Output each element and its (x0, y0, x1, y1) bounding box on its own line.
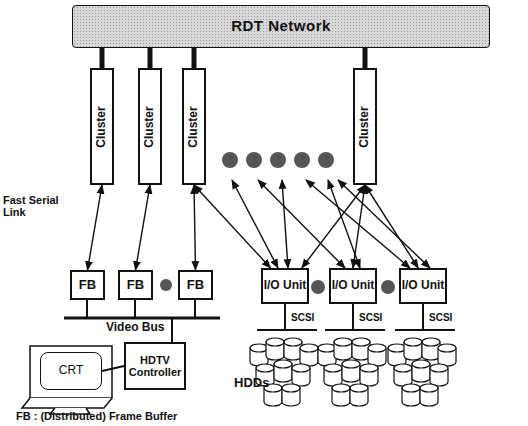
io-unit-box: I/O Unit (329, 268, 377, 304)
node-label: FB (79, 278, 96, 292)
io-unit-box: I/O Unit (261, 268, 309, 304)
crt-screen: CRT (40, 352, 102, 390)
serial-link-arrow (302, 185, 365, 268)
part-label: HDDs (234, 376, 269, 390)
cluster-label: Cluster (358, 106, 371, 147)
link-line (100, 48, 105, 68)
node-label: FB (127, 278, 144, 292)
node-label: RDT Network (227, 18, 335, 35)
link-label: Fast Serial Link (3, 194, 65, 218)
node-label: I/O Unit (402, 279, 445, 292)
cluster-label: Cluster (187, 106, 200, 147)
serial-link-arrow (353, 185, 365, 268)
node-label: CRT (59, 364, 83, 377)
cluster-box: Cluster (182, 68, 206, 185)
serial-links (232, 180, 430, 268)
bus-label: Video Bus (104, 321, 166, 334)
frame-buffer-box: FB (178, 270, 213, 300)
node-label: I/O Unit (264, 279, 307, 292)
cluster-box: Cluster (138, 68, 162, 185)
serial-link-arrow (194, 185, 196, 270)
bus-label: SCSI (427, 312, 454, 323)
link-line (102, 366, 124, 371)
controller-box: HDTV Controller (124, 342, 186, 390)
hdd-stack (250, 338, 456, 406)
cluster-box: Cluster (90, 68, 114, 185)
link-line (363, 48, 368, 68)
link-line (148, 48, 153, 68)
bus-label: SCSI (289, 312, 316, 323)
bus-label: SCSI (357, 312, 384, 323)
node-label: I/O Unit (332, 279, 375, 292)
network-band: RDT Network (72, 5, 490, 48)
serial-link-arrow (88, 185, 103, 270)
frame-buffer-box: FB (118, 270, 153, 300)
legend-note: FB : (Distributed) Frame Buffer (16, 410, 177, 422)
serial-link-arrow (365, 185, 418, 268)
video-bus (64, 300, 220, 342)
cluster-label: Cluster (95, 106, 108, 147)
node-label: HDTV Controller (126, 354, 184, 378)
scsi-bus (257, 304, 455, 330)
io-unit-box: I/O Unit (399, 268, 447, 304)
serial-link-arrow (194, 185, 271, 268)
frame-buffer-box: FB (70, 270, 105, 300)
link-line (192, 48, 197, 68)
serial-link-arrow (136, 185, 151, 270)
cluster-label: Cluster (143, 106, 156, 147)
cluster-box: Cluster (353, 68, 377, 185)
crt-monitor (22, 346, 112, 414)
node-label: FB (187, 278, 204, 292)
